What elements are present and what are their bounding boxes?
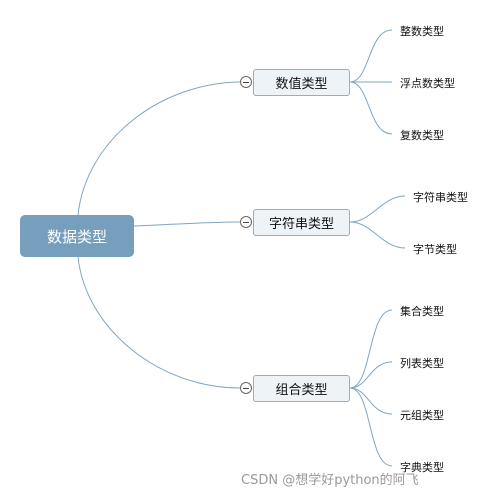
collapse-toggle-icon[interactable] — [240, 76, 252, 88]
leaf-node-list[interactable]: 列表类型 — [400, 357, 444, 370]
leaf-node-tuple[interactable]: 元组类型 — [400, 409, 444, 422]
leaf-node-str[interactable]: 字符串类型 — [413, 191, 468, 204]
connector-root-branch-1 — [77, 81, 241, 216]
watermark: CSDN @想学好python的阿飞 — [241, 473, 419, 488]
root-node[interactable]: 数据类型 — [20, 215, 134, 257]
leaf-node-complex[interactable]: 复数类型 — [400, 129, 444, 142]
leaf-node-bytes[interactable]: 字节类型 — [413, 243, 457, 256]
connector-branch-2-leaf-1 — [349, 195, 406, 223]
leaf-node-float[interactable]: 浮点数类型 — [400, 77, 455, 90]
connector-branch-3-leaf-1 — [349, 309, 393, 389]
collapse-toggle-icon[interactable] — [240, 216, 252, 228]
connector-branch-3-leaf-3 — [349, 387, 393, 415]
leaf-node-set[interactable]: 集合类型 — [400, 305, 444, 318]
connector-root-branch-2 — [133, 221, 241, 227]
connector-root-branch-3 — [77, 256, 241, 389]
connector-branch-2-leaf-2 — [349, 221, 406, 249]
connector-branch-1-leaf-3 — [349, 81, 393, 135]
connector-branch-1-leaf-1 — [349, 29, 393, 83]
branch-node-string[interactable]: 字符串类型 — [253, 209, 350, 236]
leaf-node-integer[interactable]: 整数类型 — [400, 25, 444, 38]
branch-node-composite[interactable]: 组合类型 — [253, 375, 350, 402]
leaf-node-dict[interactable]: 字典类型 — [400, 461, 444, 474]
connector-branch-3-leaf-4 — [349, 387, 393, 467]
connector-branch-3-leaf-2 — [349, 361, 393, 389]
branch-node-numeric[interactable]: 数值类型 — [253, 69, 350, 96]
collapse-toggle-icon[interactable] — [240, 382, 252, 394]
